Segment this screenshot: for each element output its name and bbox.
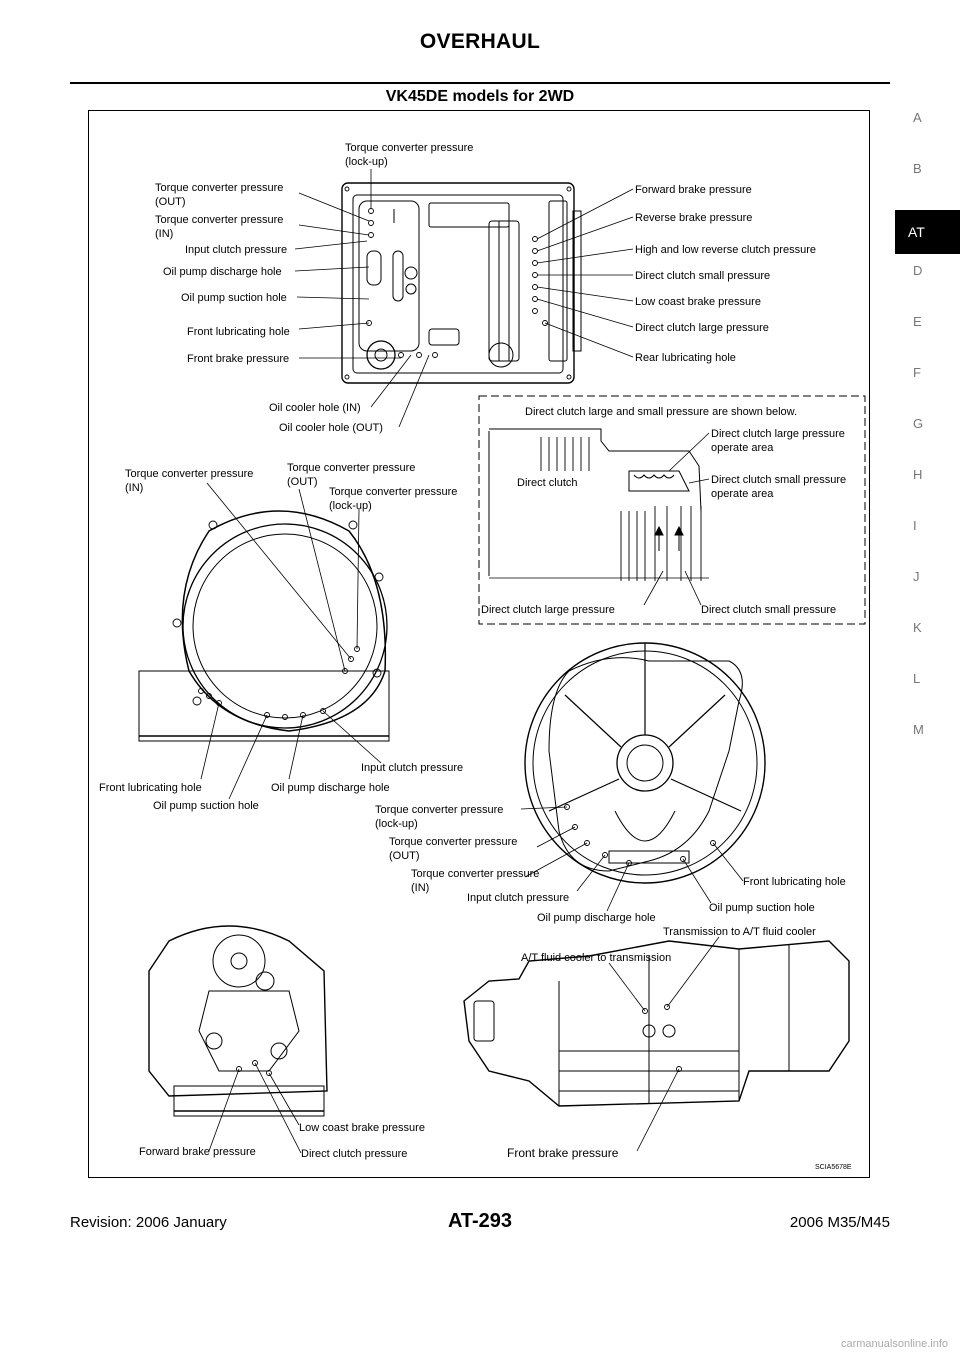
- label: (OUT): [155, 196, 186, 208]
- index-tab-g[interactable]: G: [913, 416, 924, 431]
- label: Front lubricating hole: [743, 876, 846, 888]
- page-number: AT-293: [447, 1210, 513, 1232]
- label: Rear lubricating hole: [635, 352, 736, 364]
- index-tab-at[interactable]: AT: [895, 210, 960, 254]
- label: Oil pump discharge hole: [271, 782, 390, 794]
- label: (IN): [125, 482, 143, 494]
- converter-housing-view: [138, 482, 390, 800]
- label: Direct clutch large pressure: [635, 322, 769, 334]
- label: Torque converter pressure: [155, 182, 283, 194]
- label: Direct clutch pressure: [301, 1148, 407, 1160]
- label: Oil pump suction hole: [181, 292, 287, 304]
- label: Forward brake pressure: [635, 184, 752, 196]
- label: Input clutch pressure: [185, 244, 287, 256]
- label: Torque converter pressure: [125, 468, 253, 480]
- side-view: [463, 936, 850, 1152]
- label: Torque converter pressure: [389, 836, 517, 848]
- index-tab-m[interactable]: M: [913, 722, 924, 737]
- index-tab-l[interactable]: L: [913, 671, 921, 686]
- side-view-labels: Transmission to A/T fluid cooler A/T flu…: [507, 926, 816, 1160]
- label: Torque converter pressure: [345, 142, 473, 154]
- label: Reverse brake pressure: [635, 212, 752, 224]
- rear-view: [148, 925, 328, 1154]
- page-title: OVERHAUL: [419, 30, 541, 53]
- label: (IN): [411, 882, 429, 894]
- label: Forward brake pressure: [139, 1146, 256, 1158]
- label: Front brake pressure: [187, 353, 289, 365]
- label: High and low reverse clutch pressure: [635, 244, 816, 256]
- label: Direct clutch small pressure: [701, 604, 836, 616]
- label: A/T fluid cooler to transmission: [521, 952, 671, 964]
- direct-clutch-inset: [478, 395, 866, 625]
- label: Torque converter pressure: [287, 462, 415, 474]
- label: Direct clutch small pressure: [635, 270, 770, 282]
- label: Torque converter pressure: [329, 486, 457, 498]
- label: Oil cooler hole (OUT): [279, 422, 383, 434]
- label: Front lubricating hole: [187, 326, 290, 338]
- index-tab-k[interactable]: K: [913, 620, 922, 635]
- index-tab-j[interactable]: J: [913, 569, 920, 584]
- hydraulic-circuit-figure: Torque converter pressure (lock-up) Torq…: [88, 110, 870, 1178]
- label: Transmission to A/T fluid cooler: [663, 926, 816, 938]
- label: operate area: [711, 442, 774, 454]
- index-tab-a[interactable]: A: [913, 110, 922, 125]
- label: (OUT): [389, 850, 420, 862]
- label: Torque converter pressure: [155, 214, 283, 226]
- label: (OUT): [287, 476, 318, 488]
- rear-view-labels: Low coast brake pressure Forward brake p…: [139, 1122, 425, 1160]
- figure-code: SCIA5678E: [815, 1164, 852, 1171]
- label: Input clutch pressure: [467, 892, 569, 904]
- section-title: VK45DE models for 2WD: [385, 88, 575, 105]
- index-tab-e[interactable]: E: [913, 314, 922, 329]
- section-index-tabs: A B AT D E F G H I J K L M: [895, 105, 960, 768]
- index-tab-d[interactable]: D: [913, 263, 923, 278]
- label: Direct clutch large pressure: [711, 428, 845, 440]
- label: (lock-up): [375, 818, 418, 830]
- label: Direct clutch: [517, 477, 578, 489]
- watermark: carmanualsonline.info: [840, 1338, 948, 1350]
- label: Torque converter pressure: [375, 804, 503, 816]
- label: Oil cooler hole (IN): [269, 402, 361, 414]
- label: Direct clutch large pressure: [481, 604, 615, 616]
- label: Oil pump discharge hole: [537, 912, 656, 924]
- label: operate area: [711, 488, 774, 500]
- housing-view-labels: Torque converter pressure (IN) Torque co…: [99, 462, 463, 812]
- label: (lock-up): [345, 156, 388, 168]
- label: Oil pump suction hole: [709, 902, 815, 914]
- index-tab-f[interactable]: F: [913, 365, 921, 380]
- label: Front lubricating hole: [99, 782, 202, 794]
- label: Low coast brake pressure: [635, 296, 761, 308]
- label: Input clutch pressure: [361, 762, 463, 774]
- case-top-view: [294, 169, 634, 428]
- label: Direct clutch small pressure: [711, 474, 846, 486]
- label: Low coast brake pressure: [299, 1122, 425, 1134]
- figure-drawing: Torque converter pressure (lock-up) Torq…: [99, 142, 866, 1171]
- index-tab-h[interactable]: H: [913, 467, 923, 482]
- label: Oil pump suction hole: [153, 800, 259, 812]
- page-footer: Revision: 2006 January AT-293 2006 M35/M…: [70, 1210, 890, 1236]
- label: (IN): [155, 228, 173, 240]
- top-view-labels: Torque converter pressure (lock-up) Torq…: [155, 142, 816, 434]
- pump-view-labels: Torque converter pressure (lock-up) Torq…: [375, 804, 846, 924]
- revision-date: Revision: 2006 January: [70, 1214, 227, 1231]
- model-name: 2006 M35/M45: [789, 1214, 890, 1231]
- label: Oil pump discharge hole: [163, 266, 282, 278]
- label: Torque converter pressure: [411, 868, 539, 880]
- label: Direct clutch large and small pressure a…: [525, 406, 797, 418]
- oil-pump-view: [520, 642, 766, 912]
- index-tab-b[interactable]: B: [913, 161, 922, 176]
- index-tab-i[interactable]: I: [913, 518, 917, 533]
- label: Front brake pressure: [507, 1146, 619, 1160]
- label: (lock-up): [329, 500, 372, 512]
- header-divider: [70, 82, 890, 84]
- inset-labels: Direct clutch large and small pressure a…: [481, 406, 846, 616]
